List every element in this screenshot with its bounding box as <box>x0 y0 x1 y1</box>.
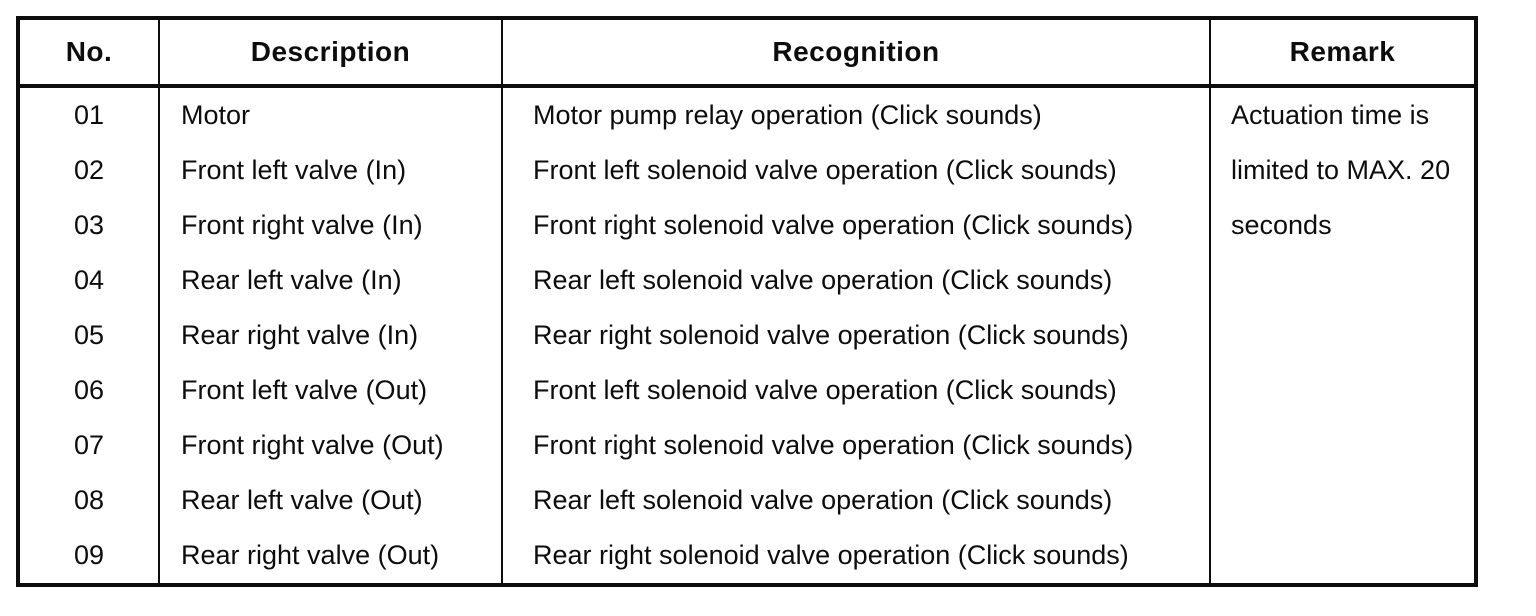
cell-remark: Actuation time is limited to MAX. 20 sec… <box>1210 86 1476 585</box>
cell-recognition: Rear left solenoid valve operation (Clic… <box>502 473 1211 528</box>
cell-description: Rear left valve (In) <box>159 253 503 308</box>
cell-recognition: Rear right solenoid valve operation (Cli… <box>502 308 1211 363</box>
cell-recognition: Front right solenoid valve operation (Cl… <box>502 198 1211 253</box>
cell-no: 08 <box>18 473 160 528</box>
table-row: 04 Rear left valve (In) Rear left soleno… <box>18 253 1476 308</box>
column-header-recognition: Recognition <box>502 18 1211 88</box>
remark-line: Actuation time is <box>1231 100 1430 130</box>
cell-description: Front right valve (In) <box>159 198 503 253</box>
table-body: 01 Motor Motor pump relay operation (Cli… <box>18 86 1476 585</box>
cell-description: Front right valve (Out) <box>159 418 503 473</box>
cell-no: 02 <box>18 143 160 198</box>
table-row: 05 Rear right valve (In) Rear right sole… <box>18 308 1476 363</box>
cell-description: Motor <box>159 86 503 143</box>
cell-description: Front left valve (In) <box>159 143 503 198</box>
remark-line: seconds <box>1231 210 1332 240</box>
cell-recognition: Motor pump relay operation (Click sounds… <box>502 86 1211 143</box>
column-header-description: Description <box>159 18 503 88</box>
column-header-remark: Remark <box>1210 18 1476 88</box>
cell-no: 01 <box>18 86 160 143</box>
cell-no: 05 <box>18 308 160 363</box>
cell-no: 09 <box>18 528 160 585</box>
table-header: No. Description Recognition Remark <box>18 18 1476 88</box>
cell-recognition: Front left solenoid valve operation (Cli… <box>502 143 1211 198</box>
cell-description: Rear right valve (In) <box>159 308 503 363</box>
table-row: 08 Rear left valve (Out) Rear left solen… <box>18 473 1476 528</box>
cell-recognition: Front left solenoid valve operation (Cli… <box>502 363 1211 418</box>
table-row: 02 Front left valve (In) Front left sole… <box>18 143 1476 198</box>
cell-no: 03 <box>18 198 160 253</box>
table-row: 01 Motor Motor pump relay operation (Cli… <box>18 86 1476 240</box>
table-row: 09 Rear right valve (Out) Rear right sol… <box>18 528 1476 585</box>
cell-description: Rear right valve (Out) <box>159 528 503 585</box>
cell-recognition: Front right solenoid valve operation (Cl… <box>502 418 1211 473</box>
cell-recognition: Rear left solenoid valve operation (Clic… <box>502 253 1211 308</box>
table-row: 07 Front right valve (Out) Front right s… <box>18 418 1476 473</box>
column-header-no: No. <box>18 18 160 88</box>
cell-no: 06 <box>18 363 160 418</box>
table-row: 03 Front right valve (In) Front right so… <box>18 198 1476 253</box>
header-row: No. Description Recognition Remark <box>18 18 1476 88</box>
cell-no: 07 <box>18 418 160 473</box>
cell-description: Rear left valve (Out) <box>159 473 503 528</box>
remark-line: limited to MAX. 20 <box>1231 155 1451 185</box>
cell-no: 04 <box>18 253 160 308</box>
actuation-test-table: No. Description Recognition Remark 01 Mo… <box>16 16 1478 587</box>
cell-recognition: Rear right solenoid valve operation (Cli… <box>502 528 1211 585</box>
cell-description: Front left valve (Out) <box>159 363 503 418</box>
table-row: 06 Front left valve (Out) Front left sol… <box>18 363 1476 418</box>
